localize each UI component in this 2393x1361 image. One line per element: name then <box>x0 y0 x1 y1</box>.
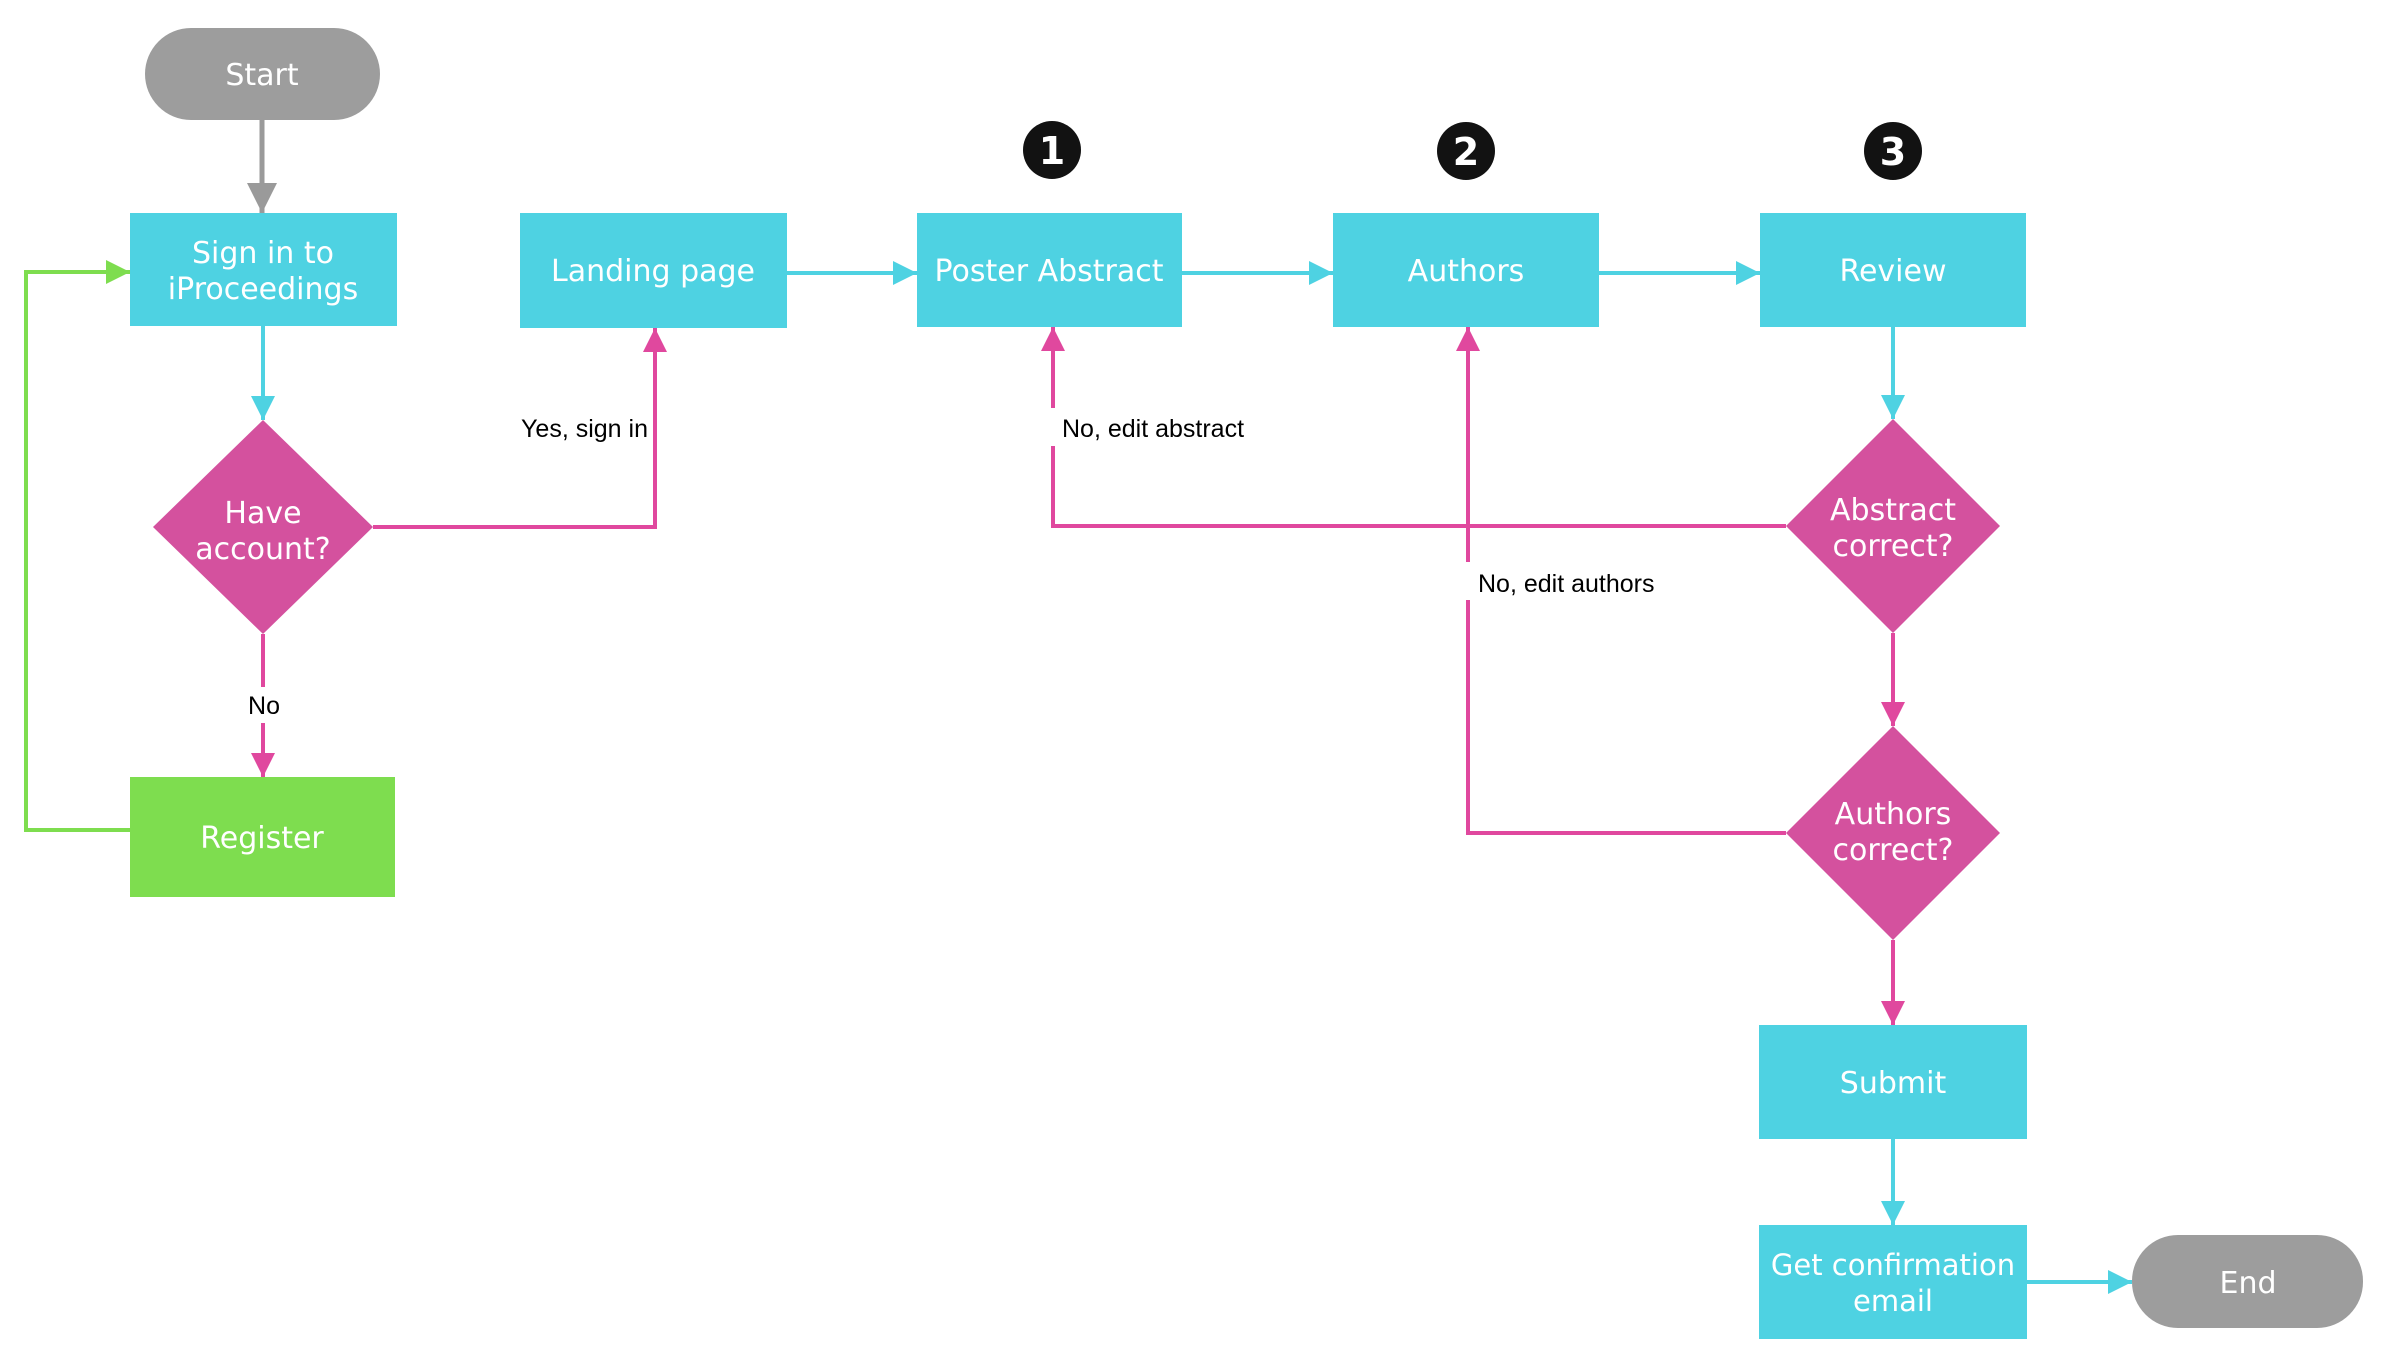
authors-correct-label-line2: correct? <box>1833 833 1954 868</box>
node-have-account[interactable]: Have account? <box>153 420 373 634</box>
node-abstract-correct[interactable]: Abstract correct? <box>1786 419 2000 633</box>
edge-have-account-yes-to-landing <box>373 328 667 529</box>
edge-authors-correct-no-to-authors <box>1456 327 1786 835</box>
node-confirmation-email[interactable]: Get confirmation email <box>1759 1225 2027 1339</box>
node-authors[interactable]: Authors <box>1333 213 1599 327</box>
signin-process-shape[interactable] <box>130 213 397 326</box>
step-badge-1: 1 <box>1023 121 1081 179</box>
review-process-shape[interactable] <box>1760 213 2026 327</box>
edge-label-no-edit-authors: No, edit authors <box>1478 570 1655 598</box>
end-label: End <box>2219 1266 2276 1301</box>
node-end[interactable]: End <box>2132 1235 2363 1328</box>
edge-register-to-signin <box>24 260 130 832</box>
landing-page-process-shape[interactable] <box>520 213 787 328</box>
label-background <box>1456 562 1654 600</box>
node-signin[interactable]: Sign in to iProceedings <box>130 213 397 326</box>
register-label: Register <box>200 821 324 856</box>
step-badge-1-number: 1 <box>1039 129 1065 173</box>
poster-abstract-label: Poster Abstract <box>934 254 1163 289</box>
submit-process-shape[interactable] <box>1759 1025 2027 1139</box>
edges <box>24 120 2132 1294</box>
label-background <box>1046 408 1242 446</box>
start-label: Start <box>225 58 299 93</box>
authors-correct-decision-shape[interactable] <box>1786 726 2000 940</box>
step-badge-3-number: 3 <box>1880 130 1906 174</box>
poster-abstract-process-shape[interactable] <box>917 213 1182 327</box>
step-badge-2-circle <box>1437 122 1495 180</box>
authors-label: Authors <box>1408 254 1525 289</box>
landing-page-label: Landing page <box>551 254 755 289</box>
confirmation-email-label-line1: Get confirmation <box>1771 1248 2015 1282</box>
review-label: Review <box>1839 254 1946 289</box>
confirmation-email-label-line2: email <box>1853 1284 1933 1318</box>
step-badge-3-circle <box>1864 122 1922 180</box>
submit-label: Submit <box>1840 1066 1947 1101</box>
node-authors-correct[interactable]: Authors correct? <box>1786 726 2000 940</box>
signin-label-line1: Sign in to <box>192 236 334 271</box>
authors-correct-label-line1: Authors <box>1835 797 1952 832</box>
have-account-decision-shape[interactable] <box>153 420 373 634</box>
step-badge-2-number: 2 <box>1453 130 1479 174</box>
signin-label-line2: iProceedings <box>168 272 358 307</box>
abstract-correct-label-line2: correct? <box>1833 529 1954 564</box>
node-landing-page[interactable]: Landing page <box>520 213 787 328</box>
nodes: Start Sign in to iProceedings Have accou… <box>130 28 2363 1339</box>
node-start[interactable]: Start <box>145 28 380 120</box>
have-account-label-line1: Have <box>224 496 301 531</box>
have-account-label-line2: account? <box>195 532 330 567</box>
edge-label-no: No <box>248 692 280 720</box>
confirmation-email-process-shape[interactable] <box>1759 1225 2027 1339</box>
end-terminator-shape[interactable] <box>2132 1235 2363 1328</box>
register-process-shape[interactable] <box>130 777 395 897</box>
node-register[interactable]: Register <box>130 777 395 897</box>
step-badge-3: 3 <box>1864 122 1922 180</box>
edge-label-no-edit-abstract: No, edit abstract <box>1062 415 1244 443</box>
edge-labels: Yes, sign in No No, edit abstract No, ed… <box>238 408 1655 723</box>
node-submit[interactable]: Submit <box>1759 1025 2027 1139</box>
edge-abstract-correct-no-to-poster <box>1041 327 1786 528</box>
step-badge-2: 2 <box>1437 122 1495 180</box>
abstract-correct-label-line1: Abstract <box>1830 493 1956 528</box>
step-badge-1-circle <box>1023 121 1081 179</box>
start-terminator-shape[interactable] <box>145 28 380 120</box>
authors-process-shape[interactable] <box>1333 213 1599 327</box>
label-background <box>238 687 290 723</box>
node-poster-abstract[interactable]: Poster Abstract <box>917 213 1182 327</box>
node-review[interactable]: Review <box>1760 213 2026 327</box>
edge-label-yes-sign-in: Yes, sign in <box>521 415 648 443</box>
abstract-correct-decision-shape[interactable] <box>1786 419 2000 633</box>
